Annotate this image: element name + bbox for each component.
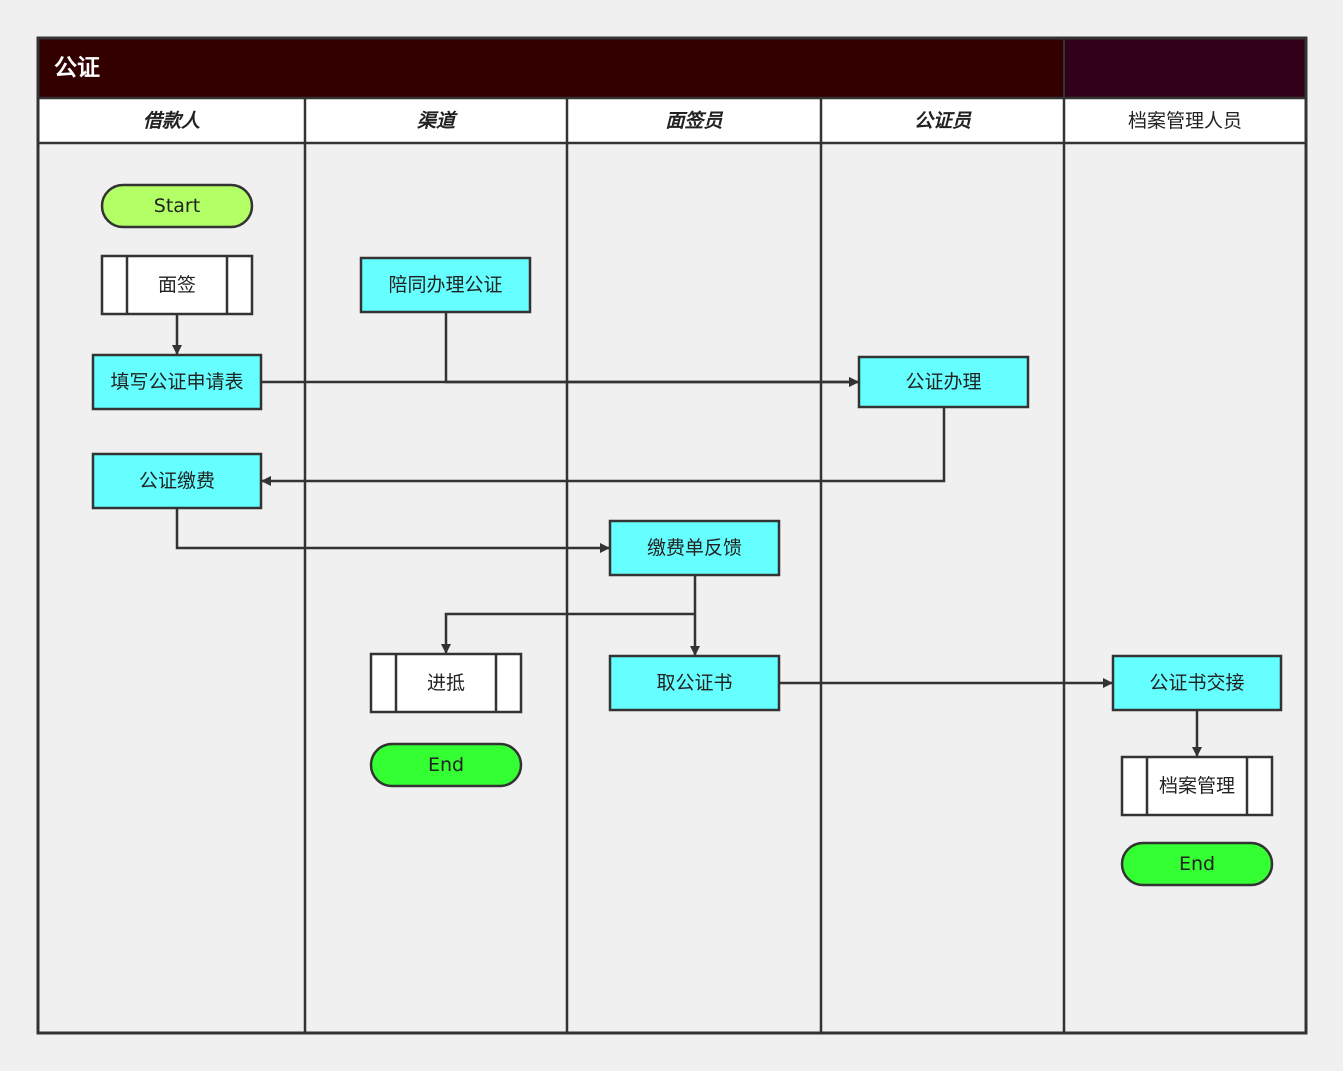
node-accompany	[359, 256, 532, 314]
lane-header-channel: 渠道	[416, 110, 455, 132]
node-label-interview: 面签	[157, 273, 196, 296]
node-label-fee-feedback: 缴费单反馈	[646, 536, 742, 559]
node-label-start: Start	[153, 194, 201, 217]
node-label-mortgage: 进抵	[426, 671, 465, 694]
node-fill-form	[91, 353, 263, 411]
node-fee-feedback	[608, 519, 781, 577]
lane-header-row	[38, 98, 1306, 143]
node-start	[100, 183, 254, 229]
lane-header-interviewer: 面签员	[665, 110, 723, 132]
node-label-pay-fee: 公证缴费	[138, 469, 215, 492]
diagram-title: 公证	[54, 55, 100, 81]
node-label-archive-manage: 档案管理	[1158, 774, 1235, 797]
node-label-end-archive: End	[1178, 852, 1216, 875]
node-pay-fee	[91, 452, 263, 510]
title-bar	[38, 38, 1064, 98]
node-label-accompany: 陪同办理公证	[388, 273, 503, 296]
edge-notary-handle-to-pay-fee	[261, 407, 946, 486]
node-cert-handover	[1111, 654, 1283, 712]
node-label-cert-handover: 公证书交接	[1149, 671, 1245, 694]
node-end-archive	[1120, 841, 1274, 887]
node-label-notary-handle: 公证办理	[905, 370, 982, 393]
lane-header-archive: 档案管理人员	[1127, 110, 1242, 132]
node-get-cert	[608, 654, 781, 712]
edge-pay-fee-to-fee-feedback	[175, 508, 610, 553]
edge-fee-feedback-to-mortgage	[441, 612, 695, 654]
node-end-channel	[369, 742, 523, 788]
lane-header-borrower: 借款人	[142, 110, 200, 132]
node-label-end-channel: End	[427, 753, 465, 776]
node-label-fill-form: 填写公证申请表	[110, 370, 244, 393]
title-bar-right	[1064, 38, 1306, 98]
node-label-get-cert: 取公证书	[656, 671, 733, 694]
node-notary-handle	[857, 355, 1030, 409]
diagram-frame	[36, 36, 1308, 1035]
lane-header-notary: 公证员	[913, 110, 971, 132]
edge-accompany-to-notary-handle	[444, 312, 859, 387]
